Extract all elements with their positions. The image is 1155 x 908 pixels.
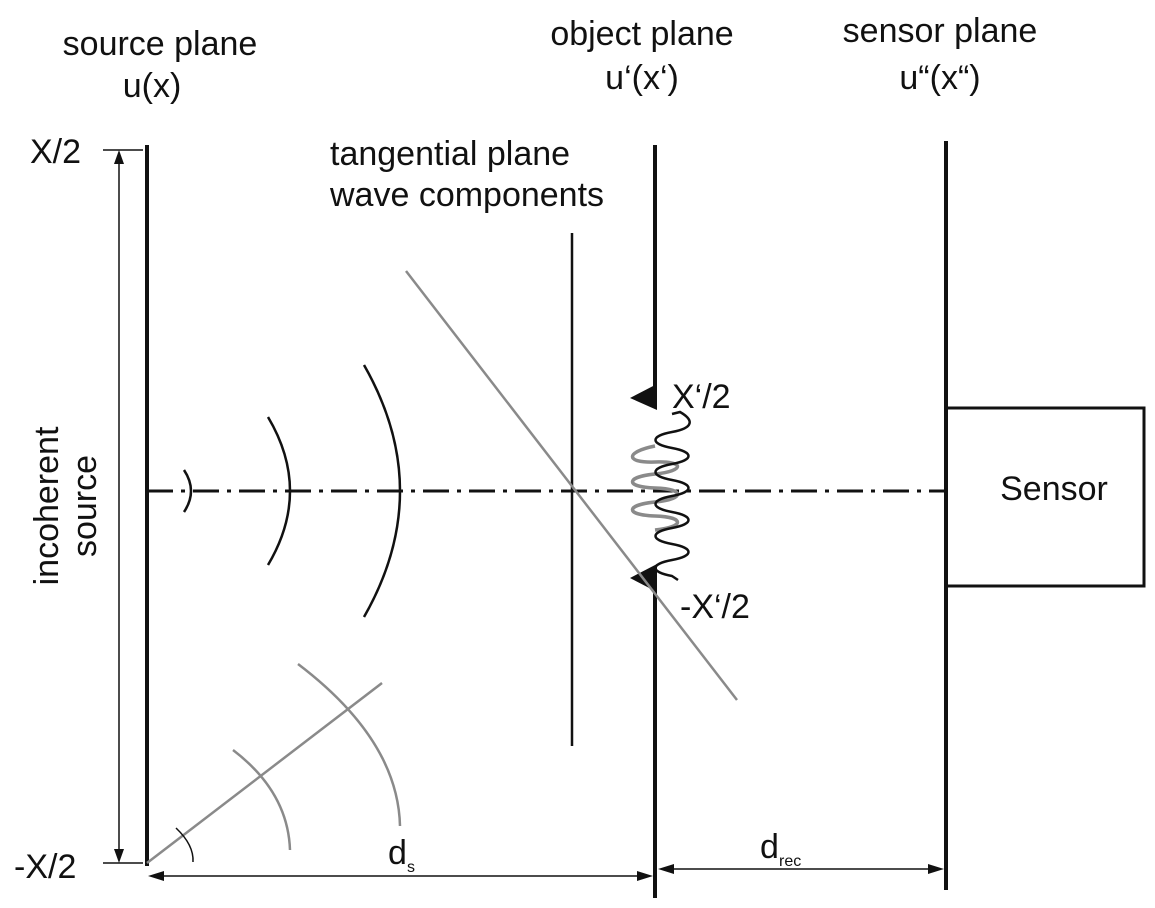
gray-wave-component (631, 444, 679, 532)
wavefront-2 (266, 416, 292, 566)
black-wave-component (654, 410, 691, 582)
object-field-label: u‘(x‘) (605, 59, 679, 97)
tangential-label-line2: wave components (329, 176, 604, 214)
x-half-top-label: X/2 (30, 133, 81, 171)
ds-subscript: s (407, 859, 415, 876)
incoherent-label-line1: incoherent (28, 426, 66, 585)
drec-arrowhead-right (928, 864, 944, 874)
drec-arrowhead-left (658, 864, 674, 874)
wavefront-1 (182, 469, 193, 513)
drec-subscript: rec (779, 853, 801, 870)
source-extent-arrowhead-top (114, 150, 124, 164)
ds-arrowhead-right (637, 871, 653, 881)
angle-ray-line (146, 682, 383, 864)
aperture-top-label: X‘/2 (672, 378, 731, 416)
incoherent-source-label: incoherent source (28, 426, 104, 585)
wavefront-3 (362, 364, 402, 618)
drec-label: d (760, 828, 779, 866)
angle-arc-inner (232, 749, 292, 851)
tangential-label-line1: tangential plane (330, 135, 570, 173)
sensor-box-label: Sensor (1000, 470, 1108, 508)
sensor-plane-title: sensor plane (843, 12, 1038, 50)
incoherent-label-line2: source (66, 455, 104, 557)
tangential-wave-line (405, 270, 738, 701)
sensor-field-label: u“(x“) (899, 59, 980, 97)
sensor-box (944, 406, 1146, 588)
x-half-bottom-label: -X/2 (14, 848, 76, 886)
object-plane-title: object plane (550, 15, 733, 53)
source-field-label: u(x) (123, 67, 182, 105)
source-extent-arrowhead-bottom (114, 849, 124, 863)
aperture-bottom-label: -X‘/2 (680, 588, 750, 626)
ds-label: d (388, 834, 407, 872)
source-plane-title: source plane (63, 25, 258, 63)
angle-marker-arc (175, 827, 194, 863)
angle-arc-outer (297, 663, 402, 827)
aperture-top-marker (630, 384, 657, 410)
ds-arrowhead-left (148, 871, 164, 881)
